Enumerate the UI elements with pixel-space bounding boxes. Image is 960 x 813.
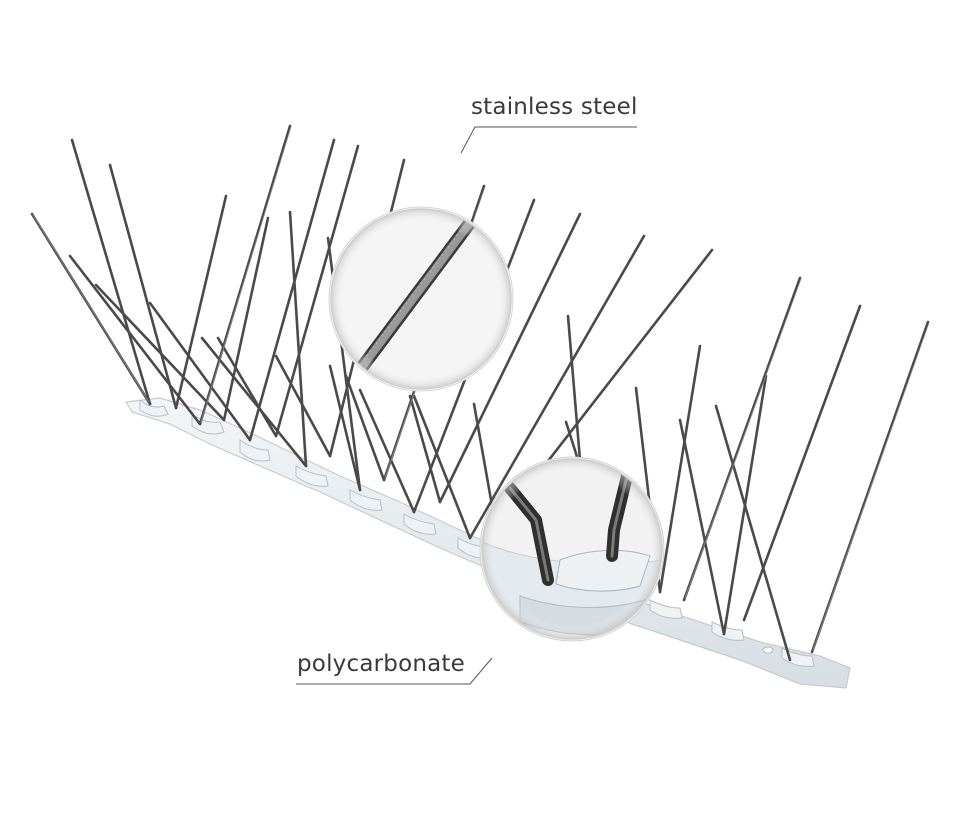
spike-highlights <box>32 126 930 651</box>
stainless-steel-label: stainless steel <box>471 94 638 120</box>
polycarbonate-label: polycarbonate <box>297 651 465 677</box>
magnifier-polycarbonate <box>479 456 665 642</box>
poly-leader-line <box>296 657 493 685</box>
steel-spikes <box>30 124 930 662</box>
callout-lines <box>296 126 637 685</box>
steel-leader-line <box>460 126 637 154</box>
magnifier-steel <box>328 206 514 392</box>
